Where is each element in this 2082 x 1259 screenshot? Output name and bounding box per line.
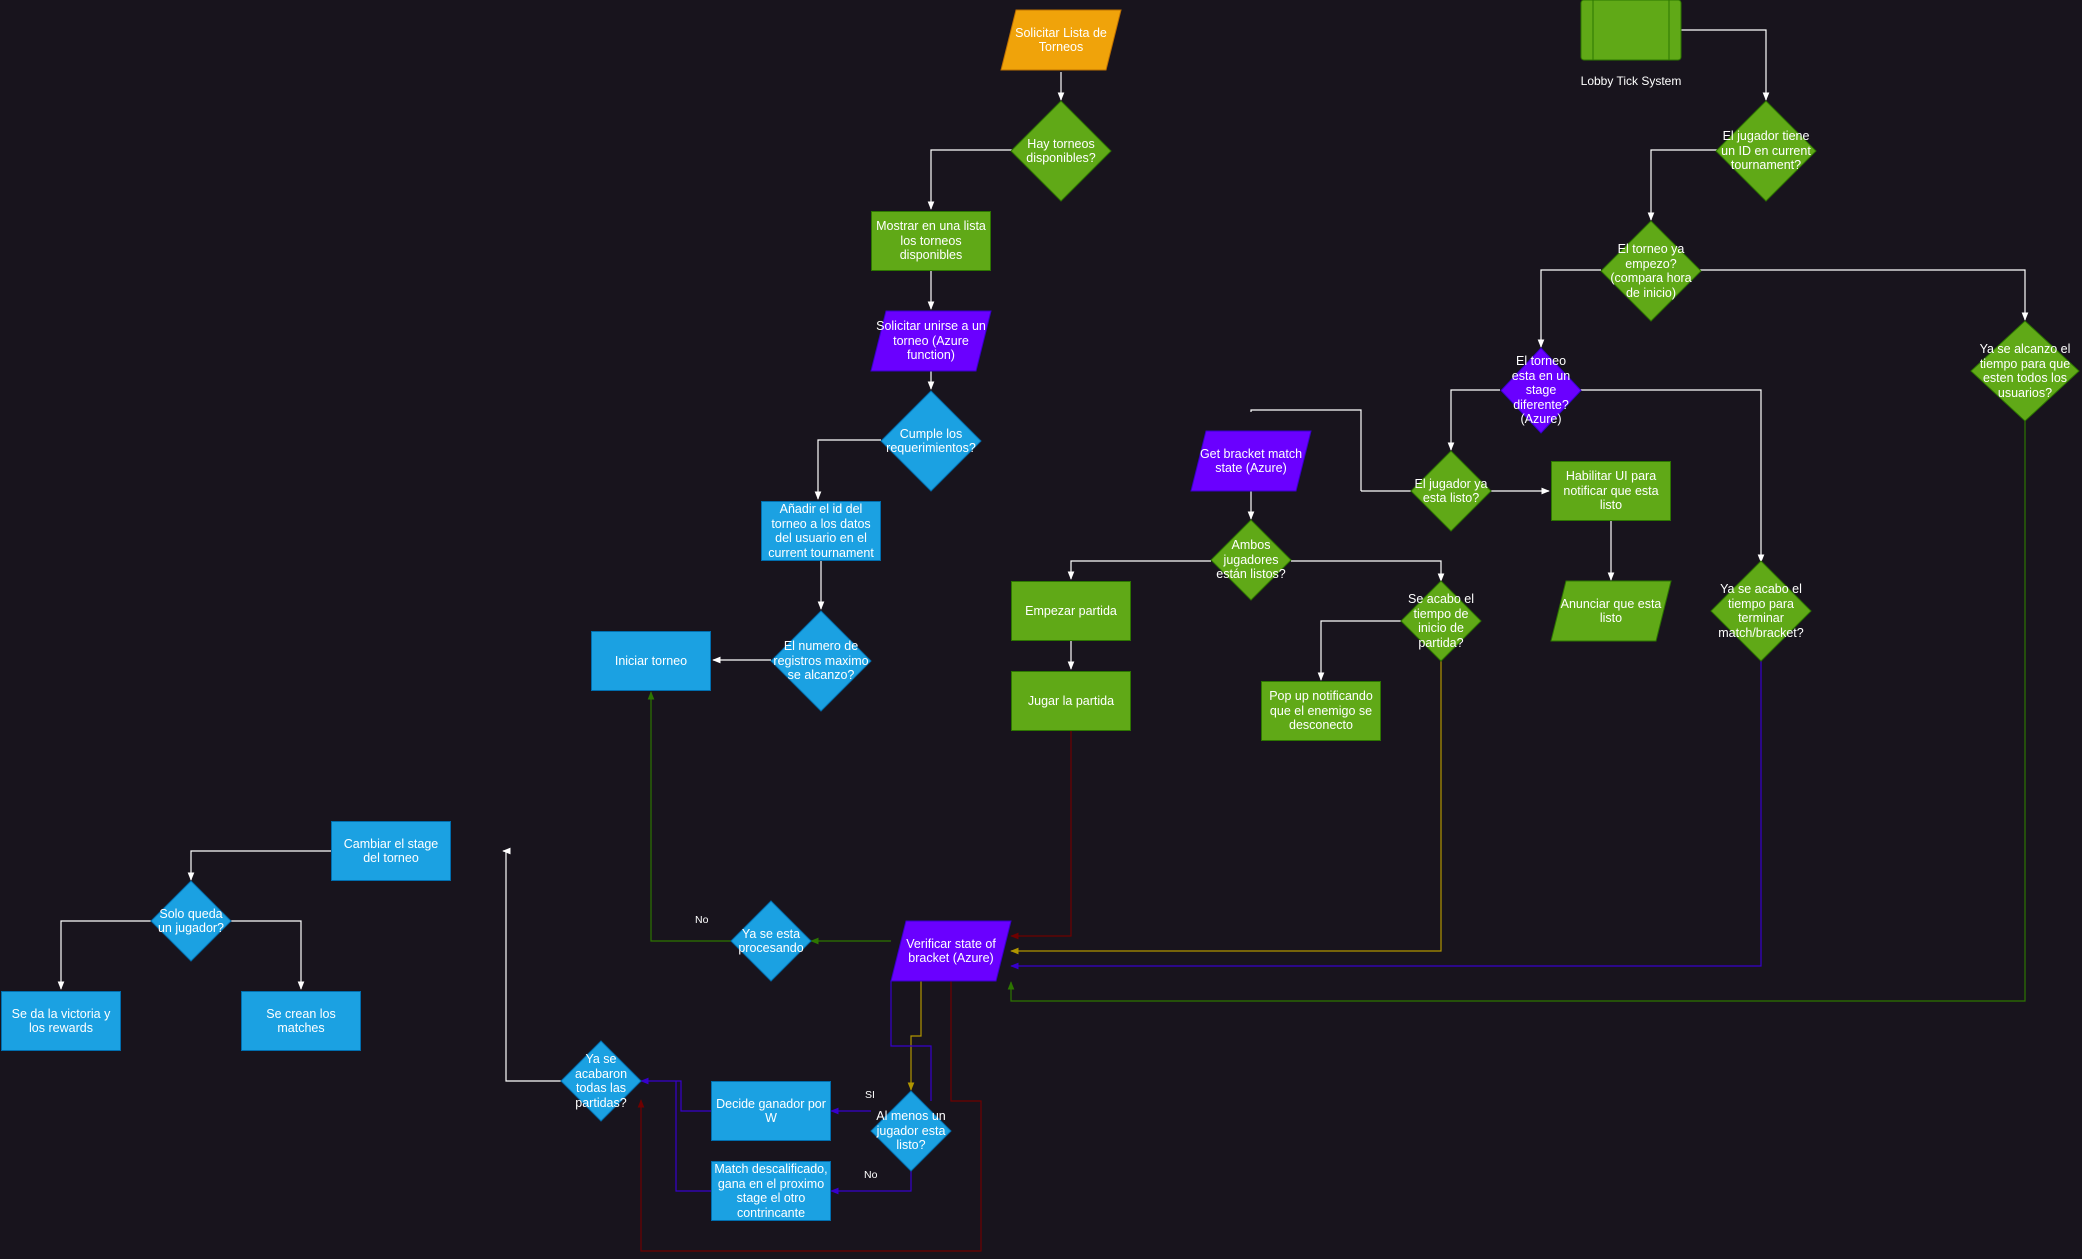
torneo-stage-decision[interactable]: El torneo esta en un stage diferente? (A…	[1500, 347, 1582, 434]
edge-jugar-to-verificar	[1010, 730, 1072, 940]
crean-matches-node[interactable]: Se crean los matches	[241, 991, 361, 1051]
lobby-tick-label: Lobby Tick System	[1580, 74, 1682, 88]
edge-terminar-to-verificar	[1010, 661, 1762, 970]
jugar-partida-node[interactable]: Jugar la partida	[1011, 671, 1131, 731]
solicitar-lista-label: Solicitar Lista de Torneos	[1015, 25, 1107, 55]
jugar-partida-label: Jugar la partida	[1027, 693, 1115, 708]
alcanzo-tiempo-label: Ya se alcanzo el tiempo para que esten t…	[1979, 342, 2071, 400]
esta-procesando-label: Ya se esta procesando	[738, 926, 804, 956]
iniciar-torneo-label: Iniciar torneo	[614, 653, 688, 668]
acabaron-partidas-label: Ya se acabaron todas las partidas?	[574, 1052, 628, 1110]
cambiar-stage-label: Cambiar el stage del torneo	[343, 836, 439, 866]
edge-cumple-to-anadir	[814, 439, 881, 500]
jugador-tiene-id-label: El jugador tiene un ID en current tourna…	[1721, 129, 1811, 173]
solo-queda-decision[interactable]: Solo queda un jugador?	[150, 880, 232, 962]
anadir-id-label: Añadir el id del torneo a los datos del …	[768, 502, 874, 560]
iniciar-torneo-node[interactable]: Iniciar torneo	[591, 631, 711, 691]
edge-stage-to-listo	[1447, 389, 1500, 451]
al-menos-uno-label: Al menos un jugador esta listo?	[876, 1109, 946, 1153]
process-icon	[1580, 0, 1682, 61]
edge-label-no-descalificado: No	[864, 1169, 878, 1181]
popup-notificando-label: Pop up notificando que el enemigo se des…	[1269, 689, 1373, 733]
match-descalificado-node[interactable]: Match descalificado, gana en el proximo …	[711, 1161, 831, 1221]
acabo-tiempo-terminar-label: Ya se acabo el tiempo para terminar matc…	[1718, 582, 1804, 640]
torneo-empezo-label: El torneo ya empezo? (compara hora de in…	[1610, 242, 1692, 300]
crean-matches-label: Se crean los matches	[266, 1006, 336, 1036]
edge-hay-to-mostrar	[927, 149, 1012, 210]
edge-solo-to-victoria	[57, 920, 151, 990]
get-bracket-node[interactable]: Get bracket match state (Azure)	[1190, 430, 1312, 492]
edge-verificar-loop-red	[637, 981, 982, 1252]
solicitar-unirse-label: Solicitar unirse a un torneo (Azure func…	[876, 319, 986, 363]
edge-procesando-to-iniciar	[647, 691, 731, 942]
edge-listo-to-getbracket	[1250, 409, 1362, 491]
edge-verificar-to-almenos	[907, 981, 922, 1091]
edge-ambos-to-acabo-inicio	[1291, 560, 1445, 582]
lobby-tick-node[interactable]	[1580, 0, 1682, 61]
edge-lobby-to-jugador-id	[1680, 29, 1770, 101]
verificar-state-label: Verificar state of bracket (Azure)	[906, 936, 996, 966]
anadir-id-node[interactable]: Añadir el id del torneo a los datos del …	[761, 501, 881, 561]
edge-acaboinicio-to-popup	[1317, 620, 1402, 681]
edge-decide-to-acabaron	[640, 1077, 711, 1112]
ambos-listos-decision[interactable]: Ambos jugadores están listos?	[1210, 519, 1292, 601]
edge-descalificado-to-acabaron	[675, 1081, 711, 1192]
edge-stage-to-terminar	[1580, 389, 1765, 563]
victoria-rewards-label: Se da la victoria y los rewards	[11, 1006, 111, 1036]
empezar-partida-label: Empezar partida	[1025, 603, 1117, 618]
solicitar-lista-node[interactable]: Solicitar Lista de Torneos	[1000, 9, 1122, 71]
edge-cambiar-to-solo	[187, 850, 331, 881]
acabaron-partidas-decision[interactable]: Ya se acabaron todas las partidas?	[560, 1040, 642, 1122]
edge-acaboinicio-to-verificar	[1010, 661, 1442, 955]
mostrar-lista-label: Mostrar en una lista los torneos disponi…	[876, 219, 986, 263]
numero-registros-label: El numero de registros maximo se alcanzo…	[773, 639, 869, 683]
cumple-requerimientos-decision[interactable]: Cumple los requerimientos?	[880, 390, 982, 492]
edge-acabaron-to-cambiar	[502, 847, 561, 1082]
numero-registros-decision[interactable]: El numero de registros maximo se alcanzo…	[770, 610, 872, 712]
anunciar-listo-label: Anunciar que esta listo	[1560, 596, 1662, 626]
edge-label-no-procesando: No	[695, 914, 709, 926]
decide-ganador-node[interactable]: Decide ganador por W	[711, 1081, 831, 1141]
torneo-stage-label: El torneo esta en un stage diferente? (A…	[1511, 354, 1571, 427]
get-bracket-label: Get bracket match state (Azure)	[1199, 446, 1303, 476]
edge-ambos-to-empezar	[1067, 560, 1211, 580]
hay-torneos-label: Hay torneos disponibles?	[1026, 136, 1096, 166]
edge-jugadorid-to-empezo	[1647, 149, 1717, 221]
mostrar-lista-node[interactable]: Mostrar en una lista los torneos disponi…	[871, 211, 991, 271]
habilitar-ui-node[interactable]: Habilitar UI para notificar que esta lis…	[1551, 461, 1671, 521]
solo-queda-label: Solo queda un jugador?	[157, 906, 225, 936]
al-menos-uno-decision[interactable]: Al menos un jugador esta listo?	[870, 1090, 952, 1172]
edge-almenos-to-descalificado	[830, 1171, 912, 1195]
cumple-requerimientos-label: Cumple los requerimientos?	[886, 426, 976, 456]
anunciar-listo-node[interactable]: Anunciar que esta listo	[1550, 580, 1672, 642]
jugador-listo-decision[interactable]: El jugador ya esta listo?	[1410, 450, 1492, 532]
edge-alcanzo-to-verificar	[1007, 420, 2026, 1002]
hay-torneos-decision[interactable]: Hay torneos disponibles?	[1010, 100, 1112, 202]
edge-solo-to-matches	[231, 920, 305, 990]
habilitar-ui-label: Habilitar UI para notificar que esta lis…	[1563, 469, 1659, 513]
acabo-tiempo-inicio-label: Se acabo el tiempo de inicio de partida?	[1407, 592, 1475, 650]
ambos-listos-label: Ambos jugadores están listos?	[1216, 538, 1286, 582]
alcanzo-tiempo-decision[interactable]: Ya se alcanzo el tiempo para que esten t…	[1970, 320, 2080, 422]
popup-notificando-node[interactable]: Pop up notificando que el enemigo se des…	[1261, 681, 1381, 741]
solicitar-unirse-node[interactable]: Solicitar unirse a un torneo (Azure func…	[870, 310, 992, 372]
empezar-partida-node[interactable]: Empezar partida	[1011, 581, 1131, 641]
acabo-tiempo-terminar-decision[interactable]: Ya se acabo el tiempo para terminar matc…	[1710, 560, 1812, 662]
jugador-listo-label: El jugador ya esta listo?	[1414, 476, 1488, 506]
victoria-rewards-node[interactable]: Se da la victoria y los rewards	[1, 991, 121, 1051]
edge-label-si-ganador: SI	[865, 1089, 875, 1101]
cambiar-stage-node[interactable]: Cambiar el stage del torneo	[331, 821, 451, 881]
jugador-tiene-id-decision[interactable]: El jugador tiene un ID en current tourna…	[1715, 100, 1817, 202]
esta-procesando-decision[interactable]: Ya se esta procesando	[730, 900, 812, 982]
edge-empezo-to-alcanzo	[1700, 269, 2029, 321]
torneo-empezo-decision[interactable]: El torneo ya empezo? (compara hora de in…	[1600, 220, 1702, 322]
match-descalificado-label: Match descalificado, gana en el proximo …	[714, 1162, 828, 1220]
edge-verificar-to-almenos-purple	[890, 981, 932, 1101]
decide-ganador-label: Decide ganador por W	[716, 1096, 826, 1126]
verificar-state-node[interactable]: Verificar state of bracket (Azure)	[890, 920, 1012, 982]
edge-empezo-to-stage	[1537, 269, 1601, 348]
acabo-tiempo-inicio-decision[interactable]: Se acabo el tiempo de inicio de partida?	[1400, 580, 1482, 662]
